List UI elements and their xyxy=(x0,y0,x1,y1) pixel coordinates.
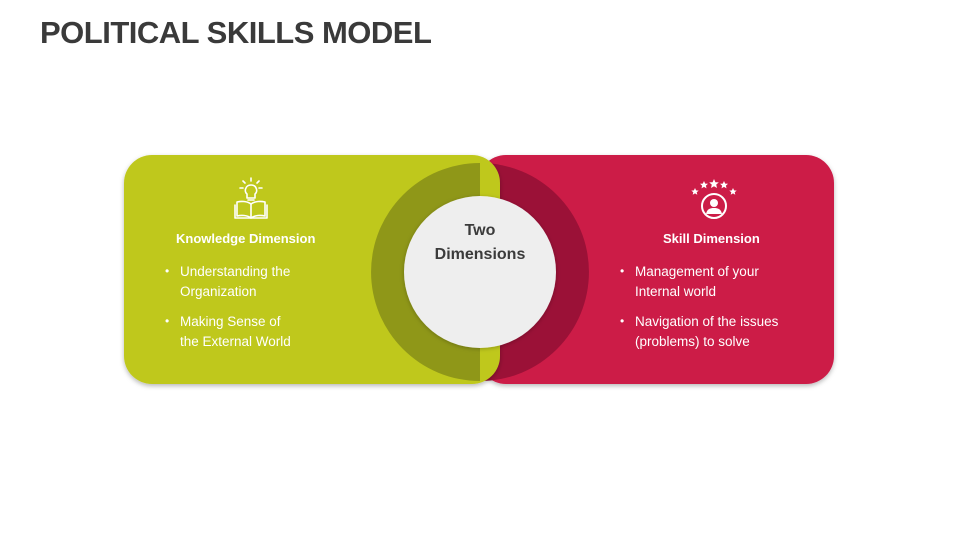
skill-heading: Skill Dimension xyxy=(663,231,760,246)
list-item: Navigation of the issues (problems) to s… xyxy=(619,312,824,351)
page-title: POLITICAL SKILLS MODEL xyxy=(40,15,432,50)
knowledge-heading: Knowledge Dimension xyxy=(176,231,316,246)
skill-bullets: Management of your Internal world Naviga… xyxy=(619,262,824,362)
knowledge-bullets: Understanding the Organization Making Se… xyxy=(164,262,364,362)
person-stars-icon xyxy=(691,179,737,219)
center-label: Two Dimensions xyxy=(434,222,526,263)
center-circle xyxy=(404,196,556,348)
list-item: Management of your Internal world xyxy=(619,262,824,301)
list-item: Understanding the Organization xyxy=(164,262,364,301)
list-item: Making Sense of the External World xyxy=(164,312,364,351)
book-lightbulb-icon xyxy=(234,177,268,219)
